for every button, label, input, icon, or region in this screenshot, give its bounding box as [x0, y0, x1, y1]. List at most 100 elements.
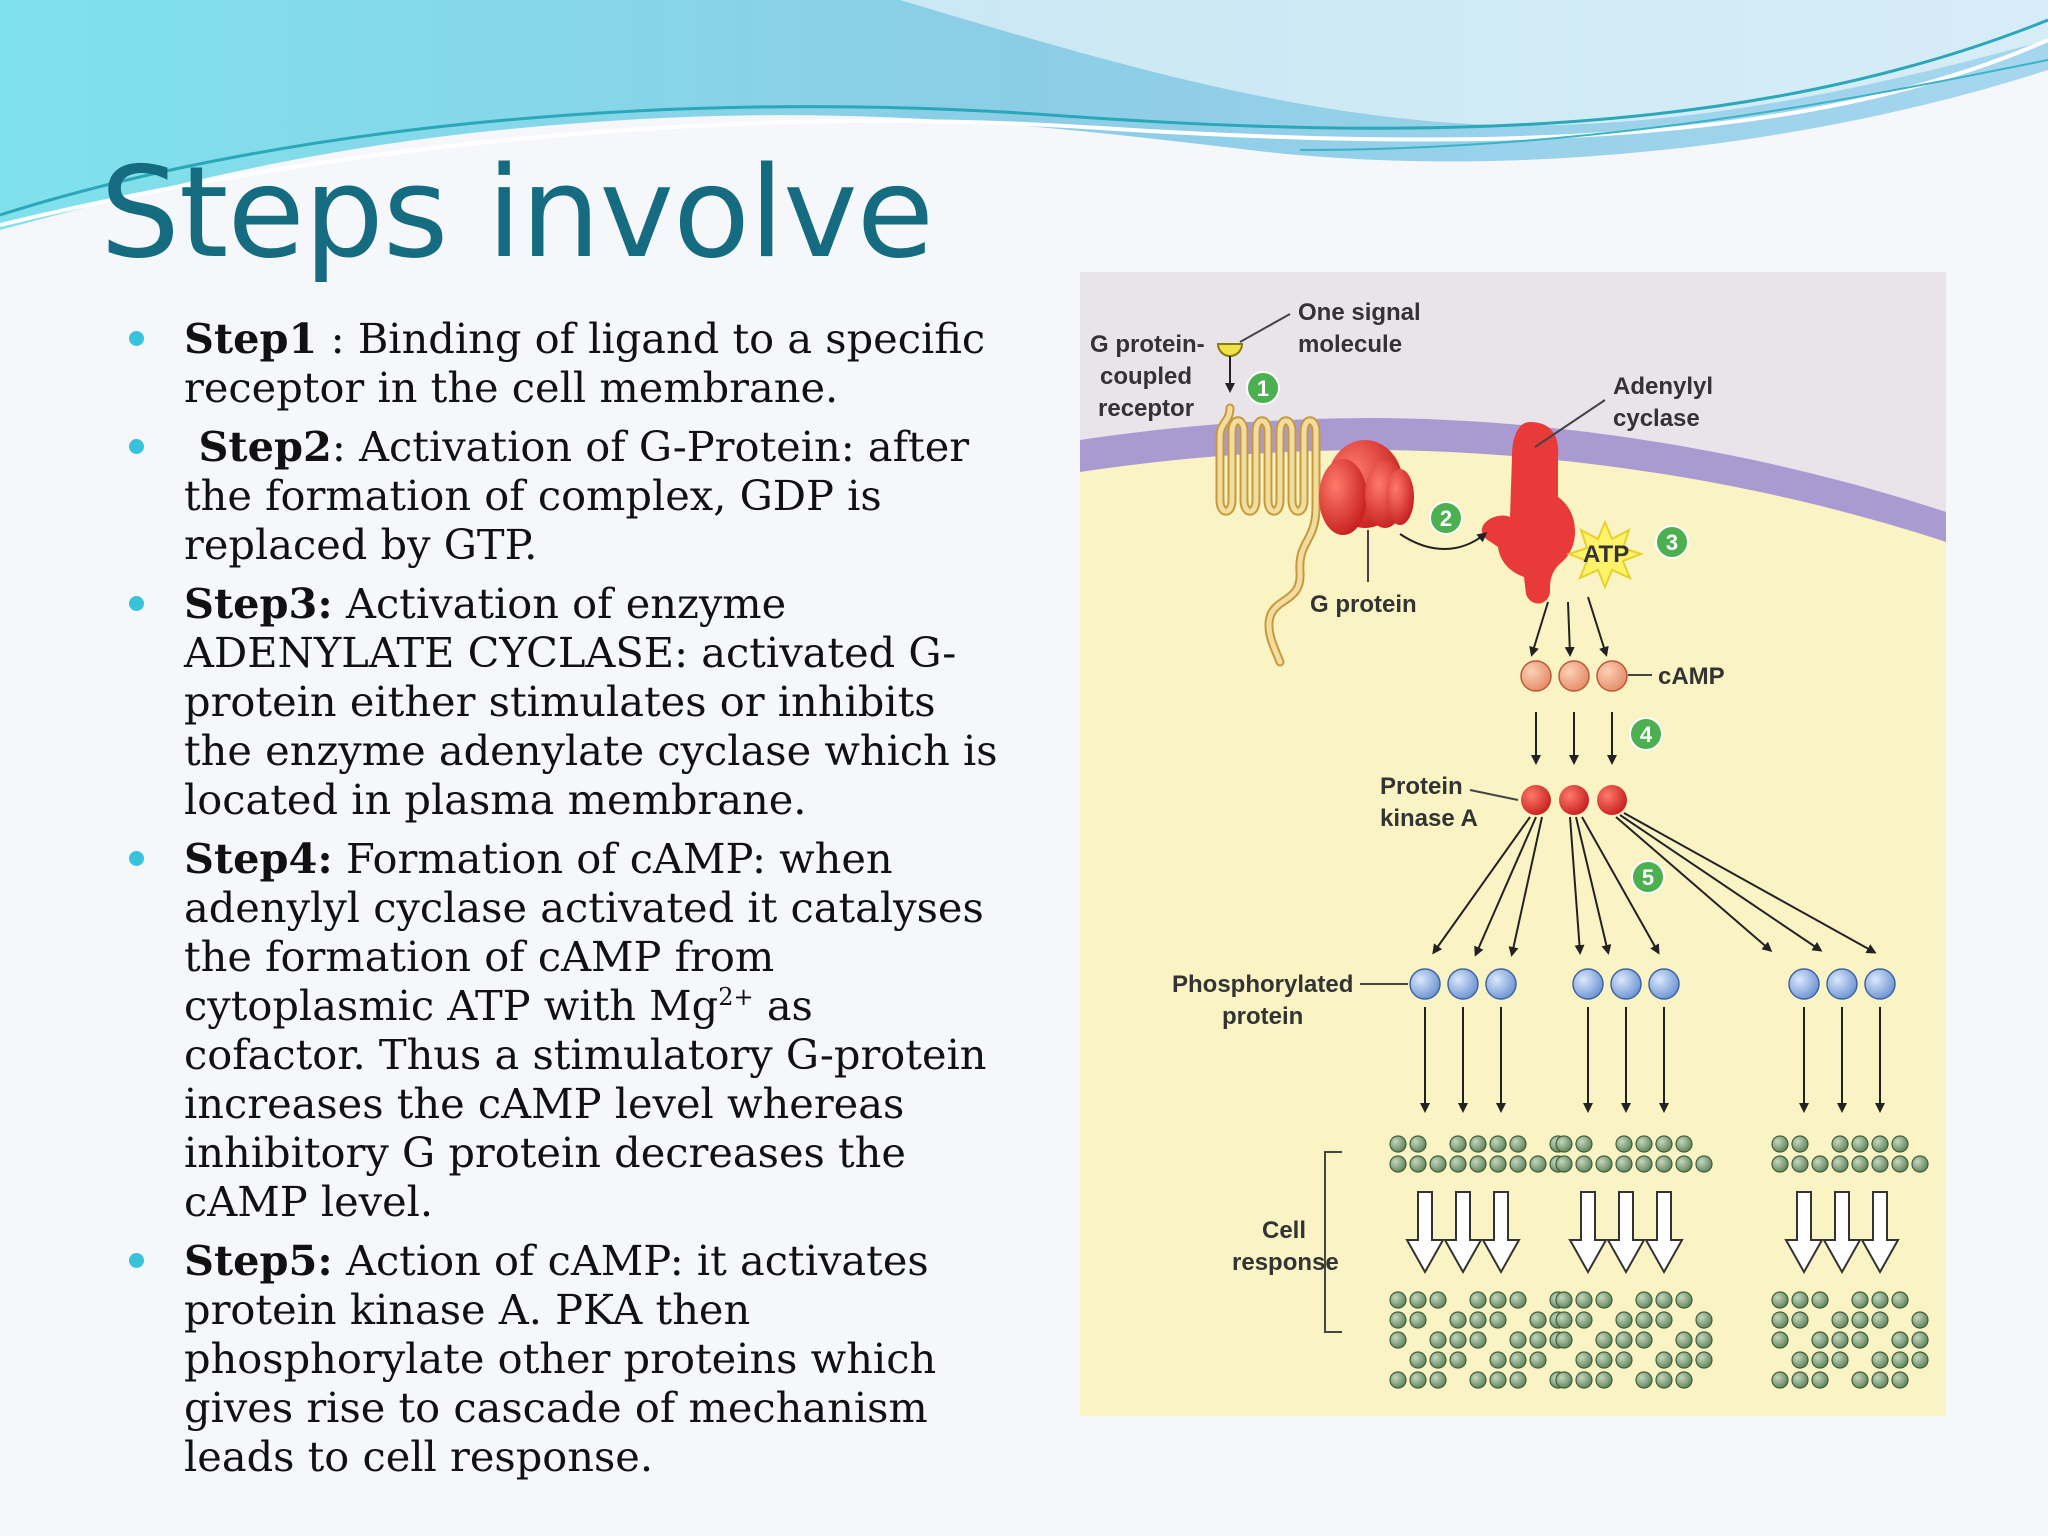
response-dot	[1695, 1351, 1713, 1369]
step-text: Action of cAMP: it activates protein kin…	[184, 1236, 937, 1481]
response-dot	[1409, 1311, 1427, 1329]
response-dot	[1791, 1311, 1809, 1329]
response-dot	[1831, 1311, 1849, 1329]
hollow-arrow-icon	[1644, 1191, 1684, 1275]
g-protein-icon	[1319, 440, 1414, 535]
response-dot	[1891, 1351, 1909, 1369]
response-dot	[1771, 1371, 1789, 1389]
cell-response-bracket	[1324, 1151, 1342, 1333]
svg-text:1: 1	[1257, 376, 1269, 401]
response-dot	[1575, 1311, 1593, 1329]
response-dot	[1469, 1291, 1487, 1309]
header-wave-decoration	[0, 0, 2048, 230]
response-dot	[1695, 1331, 1713, 1349]
response-dot	[1675, 1291, 1693, 1309]
response-dot	[1871, 1371, 1889, 1389]
response-dot	[1429, 1291, 1447, 1309]
response-dot	[1791, 1135, 1809, 1153]
response-dot	[1509, 1371, 1527, 1389]
response-dot	[1409, 1291, 1427, 1309]
response-dot	[1791, 1371, 1809, 1389]
response-dot	[1831, 1331, 1849, 1349]
response-dot	[1529, 1311, 1547, 1329]
response-dot	[1509, 1155, 1527, 1173]
response-dot	[1429, 1331, 1447, 1349]
response-dot	[1449, 1331, 1467, 1349]
response-dot	[1871, 1311, 1889, 1329]
list-item: Step2: Activation of G-Protein: after th…	[125, 422, 1005, 569]
response-dot	[1635, 1371, 1653, 1389]
response-dot	[1529, 1155, 1547, 1173]
response-dot	[1871, 1155, 1889, 1173]
response-dot	[1851, 1291, 1869, 1309]
response-dot	[1655, 1351, 1673, 1369]
response-dot	[1911, 1331, 1929, 1349]
response-dot	[1891, 1331, 1909, 1349]
response-dot	[1409, 1135, 1427, 1153]
response-dot	[1791, 1351, 1809, 1369]
response-dot	[1555, 1311, 1573, 1329]
response-dot	[1529, 1351, 1547, 1369]
response-dot	[1615, 1311, 1633, 1329]
response-dot	[1469, 1371, 1487, 1389]
response-dot	[1811, 1371, 1829, 1389]
label-atp: ATP	[1583, 541, 1629, 568]
response-dot	[1469, 1155, 1487, 1173]
response-dot	[1871, 1291, 1889, 1309]
response-dot	[1771, 1291, 1789, 1309]
response-dot	[1449, 1155, 1467, 1173]
page-title: Steps involve	[100, 139, 934, 286]
response-dot	[1595, 1155, 1613, 1173]
response-dot	[1449, 1311, 1467, 1329]
response-dot	[1615, 1155, 1633, 1173]
response-dot	[1509, 1291, 1527, 1309]
response-dot	[1575, 1135, 1593, 1153]
response-dot	[1891, 1155, 1909, 1173]
response-dot	[1851, 1155, 1869, 1173]
response-dot	[1771, 1155, 1789, 1173]
response-dot	[1489, 1135, 1507, 1153]
response-dot	[1575, 1371, 1593, 1389]
response-dot	[1695, 1311, 1713, 1329]
response-dot	[1655, 1155, 1673, 1173]
response-dot	[1389, 1135, 1407, 1153]
step-label: Step4:	[184, 834, 333, 883]
response-dot	[1555, 1331, 1573, 1349]
svg-text:5: 5	[1642, 865, 1654, 890]
response-dot	[1449, 1351, 1467, 1369]
response-dot	[1811, 1291, 1829, 1309]
step-label: Step1	[184, 314, 318, 363]
response-dot	[1595, 1331, 1613, 1349]
response-dot	[1489, 1351, 1507, 1369]
response-dot	[1675, 1331, 1693, 1349]
response-dot	[1615, 1351, 1633, 1369]
response-dot	[1911, 1155, 1929, 1173]
response-dot	[1831, 1135, 1849, 1153]
bullet-icon	[129, 1253, 144, 1268]
response-dot	[1575, 1351, 1593, 1369]
response-dot	[1675, 1135, 1693, 1153]
step-text: Activation of G-Protein: after the forma…	[184, 422, 970, 569]
bullet-icon	[129, 439, 144, 454]
response-dot	[1851, 1371, 1869, 1389]
phosphorylated-proteins	[1409, 968, 1896, 1000]
steps-list: Step1 : Binding of ligand to a specific …	[125, 314, 1005, 1491]
response-dot	[1489, 1311, 1507, 1329]
response-dot	[1555, 1135, 1573, 1153]
hollow-arrow-icon	[1606, 1191, 1646, 1275]
response-dot	[1831, 1351, 1849, 1369]
response-dot	[1911, 1351, 1929, 1369]
bullet-icon	[129, 596, 144, 611]
step-2-badge: 2	[1429, 501, 1463, 535]
response-dot	[1429, 1371, 1447, 1389]
step-label: Step5:	[184, 1236, 333, 1285]
response-dot	[1595, 1371, 1613, 1389]
response-dot	[1635, 1331, 1653, 1349]
response-dot	[1791, 1291, 1809, 1309]
list-item: Step3: Activation of enzyme ADENYLATE CY…	[125, 579, 1005, 824]
adenylyl-cyclase-icon	[1481, 422, 1576, 604]
response-dot	[1675, 1351, 1693, 1369]
response-dot	[1409, 1351, 1427, 1369]
